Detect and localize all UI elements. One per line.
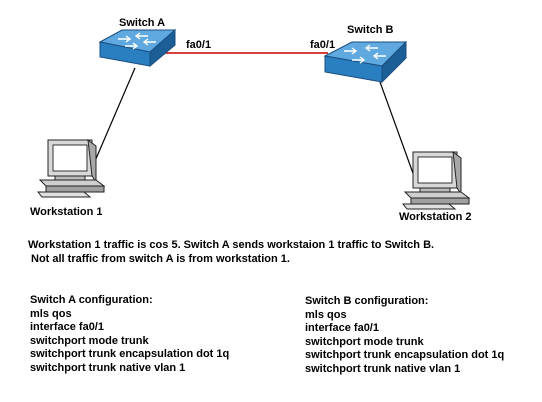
link-workstation-1 [91, 67, 136, 169]
config-line: switchport trunk native vlan 1 [30, 361, 186, 374]
workstation-1-label: Workstation 1 [30, 206, 103, 218]
description-line-1: Workstation 1 traffic is cos 5. Switch A… [28, 239, 435, 251]
switch-a-label: Switch A [119, 17, 166, 29]
switch-b-port-label: fa0/1 [310, 39, 336, 51]
config-line: mls qos [30, 307, 72, 320]
switch-b-label: Switch B [347, 24, 394, 36]
config-line: switchport mode trunk [305, 335, 424, 348]
network-diagram [36, 28, 471, 210]
switch-a-port-label: fa0/1 [186, 39, 212, 51]
config-line: interface fa0/1 [305, 322, 379, 334]
config-line: mls qos [305, 308, 347, 321]
switch-a-icon [98, 28, 177, 68]
link-workstation-2 [379, 81, 415, 177]
config-line: switchport trunk encapsulation dot 1q [30, 348, 230, 360]
config-line: switchport trunk encapsulation dot 1q [305, 349, 505, 361]
workstation-2-icon [401, 150, 471, 210]
switch-a-config: Switch A configuration: mls qos interfac… [30, 294, 229, 375]
workstation-1-icon [36, 138, 106, 198]
config-line: switchport trunk native vlan 1 [305, 362, 461, 375]
switch-b-icon [323, 40, 408, 84]
description-line-2: Not all traffic from switch A is from wo… [31, 253, 290, 265]
config-line: switchport mode trunk [30, 334, 149, 347]
switch-b-config: Switch B configuration: mls qos interfac… [305, 295, 504, 376]
config-title: Switch B configuration: [305, 295, 429, 307]
config-line: interface fa0/1 [30, 321, 104, 333]
workstation-2-label: Workstation 2 [399, 211, 472, 223]
config-title: Switch A configuration: [30, 294, 153, 306]
